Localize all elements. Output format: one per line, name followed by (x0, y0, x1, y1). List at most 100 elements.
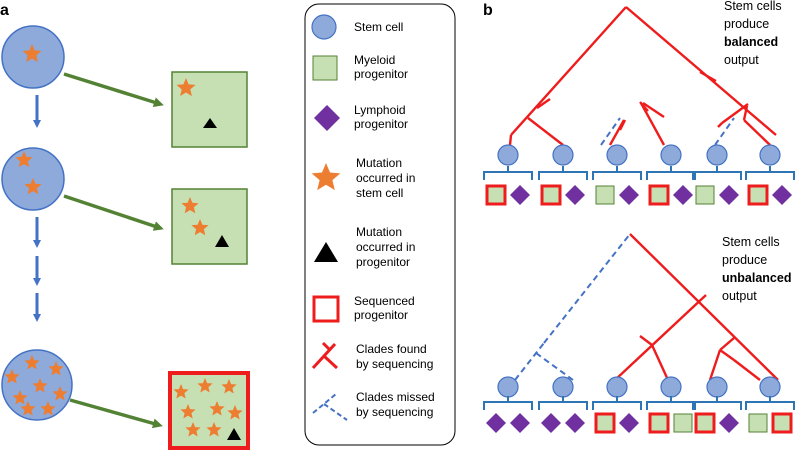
triangle-icon (215, 235, 229, 247)
clade-found-branch (733, 359, 761, 381)
square-icon (748, 413, 768, 433)
star-icon (40, 401, 56, 416)
clade-found-branch (639, 102, 666, 146)
stem-cell (497, 144, 519, 166)
square-icon (694, 412, 716, 434)
stem-cell (606, 144, 628, 166)
stem-cell (660, 144, 682, 166)
clade-found-branch (708, 349, 722, 381)
diamond-icon (719, 185, 739, 205)
panel-label-b: b (483, 2, 493, 19)
progeny-bracket (592, 396, 642, 410)
triangle-icon (203, 118, 217, 128)
clade-missed-branch (543, 233, 631, 344)
progeny-bracket (745, 166, 795, 180)
square-icon (673, 413, 693, 433)
star-icon (48, 361, 64, 376)
stem-cell (759, 376, 781, 398)
clade-missed-branch (514, 342, 545, 381)
clade-found-branch (719, 337, 735, 351)
star-icon (32, 378, 48, 393)
unbalanced-caption: Stem cells produce unbalanced output (722, 235, 795, 303)
clade-found-branch (650, 344, 670, 381)
diamond-icon (619, 185, 639, 205)
diamond-icon (541, 413, 561, 433)
square-icon (747, 184, 769, 206)
diamond-icon (673, 185, 693, 205)
clade-missed-icon (312, 393, 348, 421)
diamond-icon (619, 413, 639, 433)
diamond-icon (772, 185, 792, 205)
diamond-icon (565, 413, 585, 433)
stem-cell (759, 144, 781, 166)
diamond-icon (510, 413, 530, 433)
star-icon (221, 379, 237, 394)
clade-found-branch (614, 294, 707, 381)
clade-found-branch (639, 335, 653, 346)
diamond-icon (565, 185, 585, 205)
clade-found-branch (639, 101, 649, 112)
clade-found-branch (527, 117, 564, 146)
progeny-bracket (538, 396, 588, 410)
progeny-bracket (538, 166, 588, 180)
star-icon (191, 219, 209, 236)
panel-a (1, 25, 250, 450)
progeny-bracket (592, 166, 642, 180)
square-icon (648, 184, 670, 206)
progeny-bracket (745, 396, 795, 410)
star-icon (227, 405, 243, 420)
legend-stem-cell: Stem cell (354, 20, 403, 34)
balanced-caption: Stem cells produce balanced output (724, 0, 785, 67)
diamond-icon (486, 413, 506, 433)
star-icon (12, 390, 28, 405)
progeny-bracket (692, 396, 742, 410)
star-icon (24, 355, 40, 370)
clade-missed-branch (600, 117, 621, 146)
stem-cell (552, 144, 574, 166)
star-icon (4, 369, 20, 384)
progeny-bracket (646, 166, 696, 180)
clade-found-branch (742, 105, 749, 121)
progeny-bracket (483, 166, 533, 180)
stem-cell (660, 376, 682, 398)
star-icon (197, 378, 213, 393)
square-icon (594, 412, 616, 434)
clade-found-branch (743, 119, 771, 146)
square-icon (648, 412, 670, 434)
stem-cell (497, 376, 519, 398)
clade-found-branch (717, 122, 723, 128)
clade-found-branch (629, 233, 779, 381)
star-icon (173, 384, 189, 399)
star-icon (185, 422, 201, 437)
clade-found-branch (719, 349, 735, 361)
star-icon (52, 386, 68, 401)
star-icon (311, 163, 341, 191)
progeny-bracket (483, 396, 533, 410)
progeny-bracket (692, 166, 742, 180)
square-icon (695, 185, 715, 205)
star-icon (20, 401, 36, 416)
star-icon (180, 404, 196, 419)
star-icon (22, 44, 42, 63)
diamond-icon (510, 185, 530, 205)
stem-cell (552, 376, 574, 398)
stem-cell (606, 376, 628, 398)
clade-found-branch (699, 70, 717, 83)
stem-cell (706, 376, 728, 398)
stem-cell (706, 144, 728, 166)
square-icon (595, 185, 615, 205)
square-icon (485, 184, 507, 206)
progeny-bracket (646, 396, 696, 410)
clade-missed-branch (714, 117, 735, 146)
star-icon (181, 197, 199, 214)
star-icon (311, 163, 341, 191)
clade-missed-branch (535, 352, 574, 381)
legend-box (304, 3, 456, 446)
